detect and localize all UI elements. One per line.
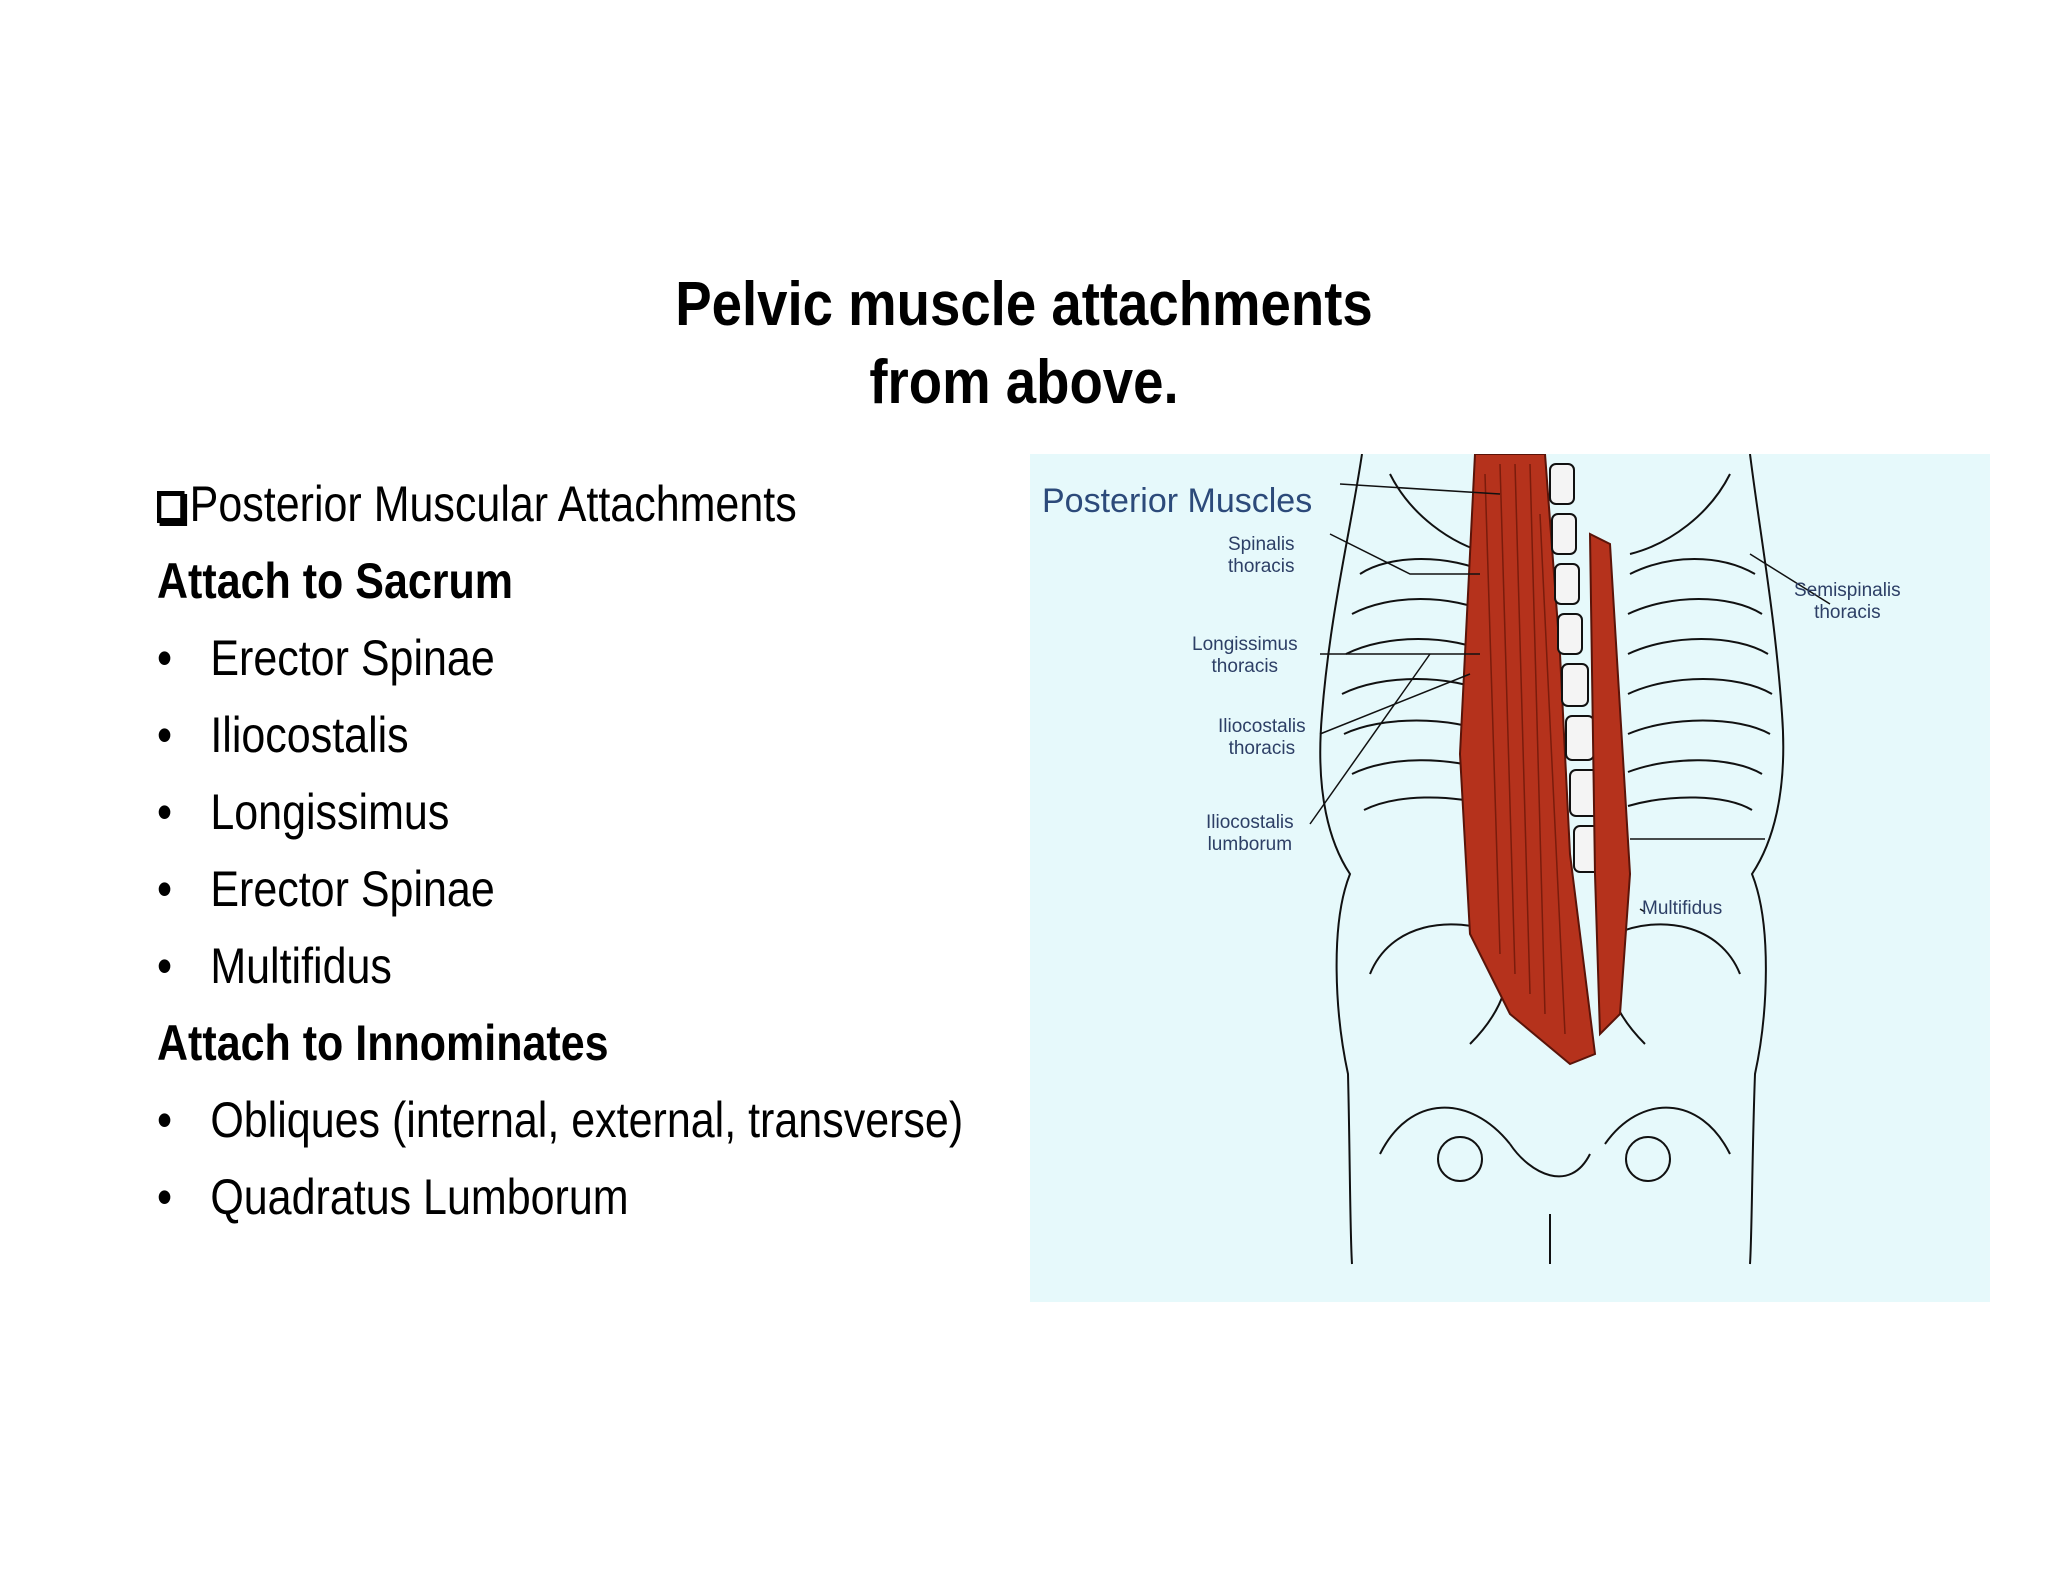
list-item: • Erector Spinae <box>157 851 914 928</box>
group-heading-innominates: Attach to Innominates <box>157 1015 609 1071</box>
bullet-icon: • <box>157 938 173 994</box>
list-item: • Quadratus Lumborum <box>157 1159 914 1236</box>
list-item: • Erector Spinae <box>157 620 914 697</box>
slide-title-line-2: from above. <box>869 348 1179 417</box>
list-item-text: Iliocostalis <box>210 707 409 763</box>
section-heading: Posterior Muscular Attachments <box>157 466 914 543</box>
bullet-icon: • <box>157 861 173 917</box>
label-multifidus: Multifidus <box>1642 898 1723 919</box>
list-item-text: Multifidus <box>210 938 392 994</box>
list-item-text: Quadratus Lumborum <box>210 1169 629 1225</box>
bullet-icon: • <box>157 1169 173 1225</box>
list-item: • Longissimus <box>157 774 914 851</box>
label-spinalis-thoracis: Spinalis thoracis <box>1228 534 1295 578</box>
figure-title: Posterior Muscles <box>1042 482 1313 520</box>
label-line: Longissimus <box>1192 634 1298 655</box>
list-item: • Obliques (internal, external, transvers… <box>157 1082 963 1159</box>
label-line: thoracis <box>1211 656 1279 677</box>
bullet-icon: • <box>157 1092 173 1148</box>
content-list: Posterior Muscular Attachments Attach to… <box>157 466 963 1236</box>
label-line: Iliocostalis <box>1206 812 1294 833</box>
group-heading-sacrum: Attach to Sacrum <box>157 553 514 609</box>
bullet-icon: • <box>157 630 173 686</box>
list-item-text: Longissimus <box>210 784 450 840</box>
list-item-text: Obliques (internal, external, transverse… <box>210 1092 964 1148</box>
label-semispinalis-thoracis: Semispinalis thoracis <box>1794 580 1901 624</box>
list-item: • Multifidus <box>157 928 914 1005</box>
label-line: Spinalis <box>1228 534 1295 555</box>
label-line: lumborum <box>1207 834 1293 855</box>
slide-title: Pelvic muscle attachments from above. <box>123 266 1925 422</box>
list-item-text: Erector Spinae <box>210 630 495 686</box>
label-line: Semispinalis <box>1794 580 1901 601</box>
multifidus-muscle <box>1588 532 1632 1037</box>
label-line: thoracis <box>1228 738 1296 759</box>
label-line: thoracis <box>1814 602 1881 623</box>
label-iliocostalis-thoracis: Iliocostalis thoracis <box>1218 716 1306 760</box>
section-heading-text: Posterior Muscular Attachments <box>189 476 797 532</box>
label-line: thoracis <box>1228 556 1295 577</box>
list-item-text: Erector Spinae <box>210 861 495 917</box>
checkbox-square-icon <box>157 491 185 523</box>
bullet-icon: • <box>157 707 173 763</box>
label-line: Iliocostalis <box>1218 716 1306 737</box>
label-longissimus-thoracis: Longissimus thoracis <box>1192 634 1298 678</box>
slide-title-line-1: Pelvic muscle attachments <box>675 270 1373 339</box>
erector-spinae-muscle <box>1458 454 1597 1066</box>
label-iliocostalis-lumborum: Iliocostalis lumborum <box>1206 812 1294 856</box>
list-item: • Iliocostalis <box>157 697 914 774</box>
back-muscles-illustration <box>1309 454 1831 1265</box>
anatomy-figure: Posterior Muscles Spinalis thoracis Semi… <box>1030 454 1990 1302</box>
bullet-icon: • <box>157 784 173 840</box>
